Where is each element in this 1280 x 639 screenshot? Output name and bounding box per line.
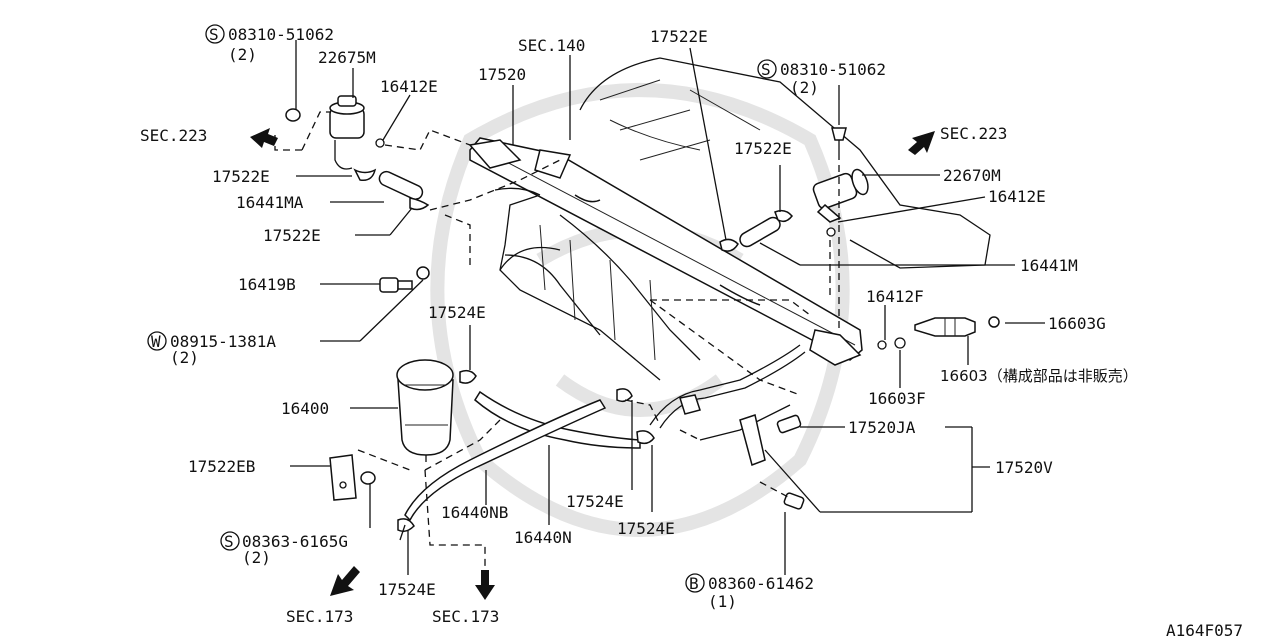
label-08915-1381A-qty: (2) xyxy=(170,348,199,367)
label-16603: 16603（構成部品は非販売） xyxy=(940,367,1138,385)
bolt-symbol-letter: B xyxy=(689,574,699,593)
direction-arrows xyxy=(250,128,935,600)
fuel-filter-16400 xyxy=(396,359,454,462)
dashed-routing-lines xyxy=(274,111,840,570)
screw-symbol-right-letter: S xyxy=(761,60,771,79)
fuel-pipe-17520V xyxy=(649,344,806,510)
bracket-17522EB xyxy=(329,454,376,501)
label-16440NB: 16440NB xyxy=(441,503,508,522)
label-16412E-right: 16412E xyxy=(988,187,1046,206)
label-17522EB: 17522EB xyxy=(188,457,255,476)
label-08360-61462-qty: (1) xyxy=(708,592,737,611)
label-16419B: 16419B xyxy=(238,275,296,294)
label-16603F: 16603F xyxy=(868,389,926,408)
label-sec-223-right: SEC.223 xyxy=(940,124,1007,143)
label-08363-6165G-qty: (2) xyxy=(242,548,271,567)
bolt-symbol xyxy=(685,573,705,593)
bolt-16419B xyxy=(379,266,430,293)
label-16603G: 16603G xyxy=(1048,314,1106,333)
intake-manifold xyxy=(499,57,991,381)
label-08310-51062-left-qty: (2) xyxy=(228,45,257,64)
label-sec-223-left: SEC.223 xyxy=(140,126,207,145)
fuel-hoses-lower xyxy=(397,369,655,533)
label-17524E-bottom: 17524E xyxy=(378,580,436,599)
label-08363-6165G: 08363-6165G xyxy=(242,532,348,551)
arrow-sec-173-left xyxy=(330,566,360,596)
label-08310-51062-right-qty: (2) xyxy=(790,78,819,97)
label-08310-51062-right: 08310-51062 xyxy=(780,60,886,79)
label-sec-173-mid: SEC.173 xyxy=(432,607,499,626)
arrow-sec-173-mid xyxy=(475,570,495,600)
label-sec-140: SEC.140 xyxy=(518,36,585,55)
label-17522E-a: 17522E xyxy=(212,167,270,186)
vacuum-hose-16441M xyxy=(719,209,793,252)
label-08310-51062-left: 08310-51062 xyxy=(228,25,334,44)
fuel-injector-16603 xyxy=(877,316,1000,350)
label-16441MA: 16441MA xyxy=(236,193,304,212)
label-17520JA: 17520JA xyxy=(848,418,916,437)
label-22675M: 22675M xyxy=(318,48,376,67)
label-17524E-right: 17524E xyxy=(617,519,675,538)
label-22670M: 22670M xyxy=(943,166,1001,185)
label-16440N: 16440N xyxy=(514,528,572,547)
label-16412E-top: 16412E xyxy=(380,77,438,96)
part-labels: 08310-51062 (2) 22675M 16412E SEC.223 17… xyxy=(140,25,1243,639)
label-17520: 17520 xyxy=(478,65,526,84)
label-16400: 16400 xyxy=(281,399,329,418)
washer-symbol xyxy=(147,331,167,351)
washer-symbol-letter: W xyxy=(151,332,161,351)
label-16441M: 16441M xyxy=(1020,256,1078,275)
label-17522E-b: 17522E xyxy=(263,226,321,245)
diagram-code: A164F057 xyxy=(1166,621,1243,639)
label-17522E-right: 17522E xyxy=(734,139,792,158)
label-17522E-top: 17522E xyxy=(650,27,708,46)
label-08360-61462: 08360-61462 xyxy=(708,574,814,593)
fuel-rail xyxy=(468,137,863,366)
screw-symbol-right xyxy=(757,59,777,79)
label-sec-173-left: SEC.173 xyxy=(286,607,353,626)
arrow-sec-223-right xyxy=(908,131,935,155)
leader-lines xyxy=(290,40,1045,575)
screw-symbol-left xyxy=(205,24,225,44)
label-17524E-mid: 17524E xyxy=(566,492,624,511)
vacuum-hose-16441MA xyxy=(353,168,430,211)
fastener-symbols: S S W S B xyxy=(147,24,777,593)
label-08915-1381A: 08915-1381A xyxy=(170,332,276,351)
arrow-sec-223-left xyxy=(250,128,278,148)
screw-symbol-bottom xyxy=(220,531,240,551)
label-16412F: 16412F xyxy=(866,287,924,306)
label-17524E-top: 17524E xyxy=(428,303,486,322)
label-17520V: 17520V xyxy=(995,458,1053,477)
screw-symbol-bottom-letter: S xyxy=(224,532,234,551)
screw-symbol-left-letter: S xyxy=(209,25,219,44)
pressure-regulator-left xyxy=(285,95,385,170)
